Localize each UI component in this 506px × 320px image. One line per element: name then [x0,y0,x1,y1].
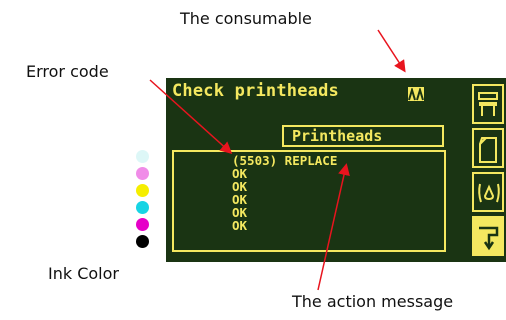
front-panel-display: Check printheads Printheads (5503) REPLA… [166,78,506,262]
ink-dot-light-magenta [136,167,149,180]
side-menu-panel [468,78,506,262]
ink-dot-magenta [136,218,149,231]
printhead-status-list: (5503) REPLACE OK OK OK OK OK [172,150,446,252]
status-row-3: OK [232,179,248,194]
status-row-5: OK [232,205,248,220]
ink-drop-icon [478,183,500,203]
section-label-text: Printheads [292,127,383,145]
arrow-consumable [377,29,406,73]
callout-consumable: The consumable [180,9,312,28]
callout-action-message: The action message [292,292,454,311]
printhead-glyph-icon [408,86,424,101]
printer-button[interactable] [472,84,504,124]
ink-dot-cyan [136,201,149,214]
callout-ink-color: Ink Color [48,264,119,283]
menu-button[interactable] [472,216,504,256]
ink-button[interactable] [472,172,504,212]
status-row-4: OK [232,192,248,207]
status-row-6: OK [232,218,248,233]
ink-dot-light-cyan [136,150,149,163]
screen-title: Check printheads [172,81,339,101]
ink-dot-yellow [136,184,149,197]
menu-arrow-icon [479,226,499,251]
status-row-2: OK [232,166,248,181]
printheads-section-label: Printheads [282,125,444,147]
callout-error-code: Error code [26,62,109,81]
ink-dot-black [136,235,149,248]
paper-icon [479,137,497,163]
status-row-1: (5503) REPLACE [232,153,338,168]
printer-icon [478,92,498,116]
consumable-icon [408,86,424,101]
paper-button[interactable] [472,128,504,168]
